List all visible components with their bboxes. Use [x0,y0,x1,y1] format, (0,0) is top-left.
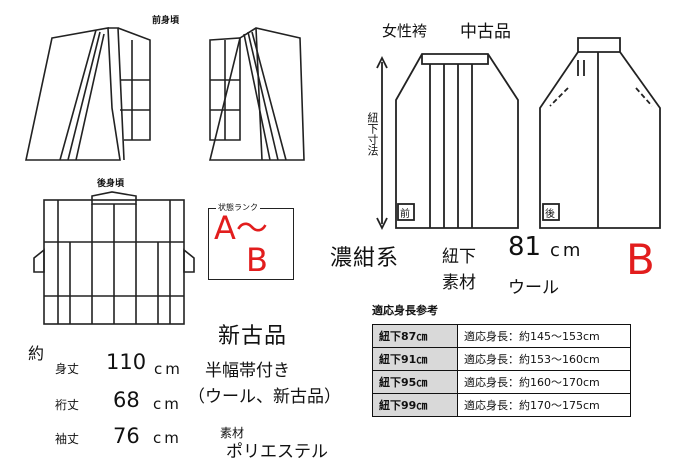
obi-line1: 半幅帯付き [205,361,290,381]
kimono-condition: 新古品 [218,324,288,349]
kimono-rank-line2: B [246,241,268,279]
measure-label-2: 袖丈 [55,432,80,446]
table-row: 紐下91㎝ 適応身長：約153～160cm [372,347,631,371]
hakama-front-tag: 前 [400,209,410,220]
measure-label-1: 裄丈 [55,398,80,412]
table-value: 適応身長：約160～170cm [457,370,631,394]
table-value: 適応身長：約153～160cm [457,347,631,371]
measure-label-0: 身丈 [55,362,80,376]
material-label: 素材 [220,426,245,440]
measure-unit-0: cm [154,360,183,378]
himo-label: 紐下 [442,247,476,267]
measure-unit-2: cm [153,429,182,447]
hakama-back-tag: 後 [545,209,555,220]
table-value: 適応身長：約145～153cm [457,324,631,348]
hakama-rank: B [626,235,655,284]
front-label: 前身頃 [152,16,180,26]
table-row: 紐下87㎝ 適応身長：約145～153cm [372,324,631,348]
hakama-material-label: 素材 [442,273,476,293]
table-key: 紐下99㎝ [372,393,458,417]
measure-value-0: 110 [106,350,147,374]
size-table-title: 適応身長参考 [372,304,438,317]
measure-value-1: 68 [113,388,140,412]
measure-value-2: 76 [113,424,140,448]
kimono-rank-title: 状態ランク [216,202,260,213]
hakama-condition: 中古品 [460,22,511,42]
himo-value: 81 [508,232,542,262]
hakama-title: 女性袴 [382,22,428,40]
table-row: 紐下99㎝ 適応身長：約170～175cm [372,393,631,417]
size-table: 紐下87㎝ 適応身長：約145～153cm 紐下91㎝ 適応身長：約153～16… [372,324,631,417]
table-key: 紐下95㎝ [372,370,458,394]
approx-label: 約 [28,344,45,363]
hakama-color: 濃紺系 [330,246,400,271]
himo-unit: cm [550,240,584,261]
obi-line2: （ウール、新古品） [188,387,341,407]
hakama-dimension-label: 紐下寸法 [366,112,379,156]
table-value: 適応身長：約170～175cm [457,393,631,417]
hakama-material-value: ウール [508,278,559,298]
measure-unit-1: cm [153,395,182,413]
back-label: 後身頃 [97,179,125,189]
table-key: 紐下91㎝ [372,347,458,371]
table-row: 紐下95㎝ 適応身長：約160～170cm [372,370,631,394]
table-key: 紐下87㎝ [372,324,458,348]
kimono-rank-line1: A～ [214,209,268,247]
